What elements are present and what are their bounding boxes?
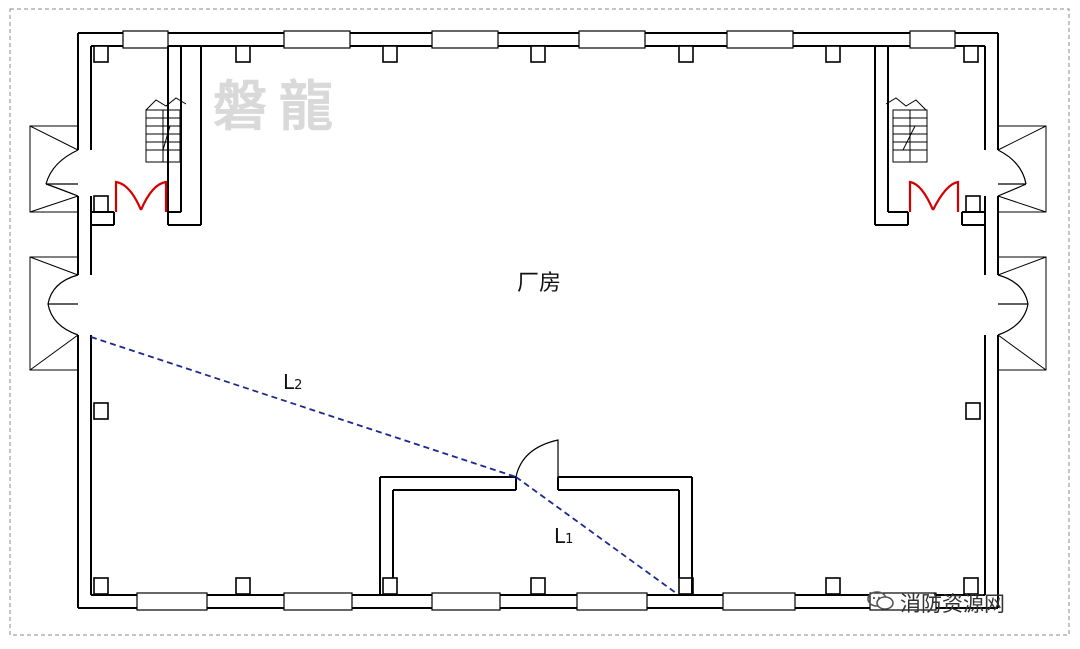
l2-subscript: 2 (294, 378, 303, 393)
left-stair-enclosure (45, 45, 202, 226)
columns (93, 45, 981, 595)
right-stair (885, 97, 928, 163)
l2-letter: L (283, 370, 295, 394)
left-stair (145, 97, 187, 163)
l1-label: L1 (554, 524, 573, 548)
l1-subscript: 1 (565, 532, 574, 547)
room-label: 厂房 (517, 271, 562, 296)
source-caption-text: 消防资源网 (900, 592, 1005, 616)
right-stair-enclosure (874, 46, 1027, 226)
frame-border (9, 8, 1070, 636)
side-canopies (29, 125, 1047, 371)
windows (122, 30, 956, 611)
l1-letter: L (554, 524, 566, 548)
watermark: 磐龍 (213, 75, 345, 138)
path-l2 (90, 336, 517, 478)
l2-label: L2 (283, 370, 302, 394)
path-l1 (515, 476, 677, 594)
wechat-icon (867, 591, 894, 610)
source-caption: 消防资源网 (868, 588, 1005, 618)
inner-room (379, 439, 693, 595)
